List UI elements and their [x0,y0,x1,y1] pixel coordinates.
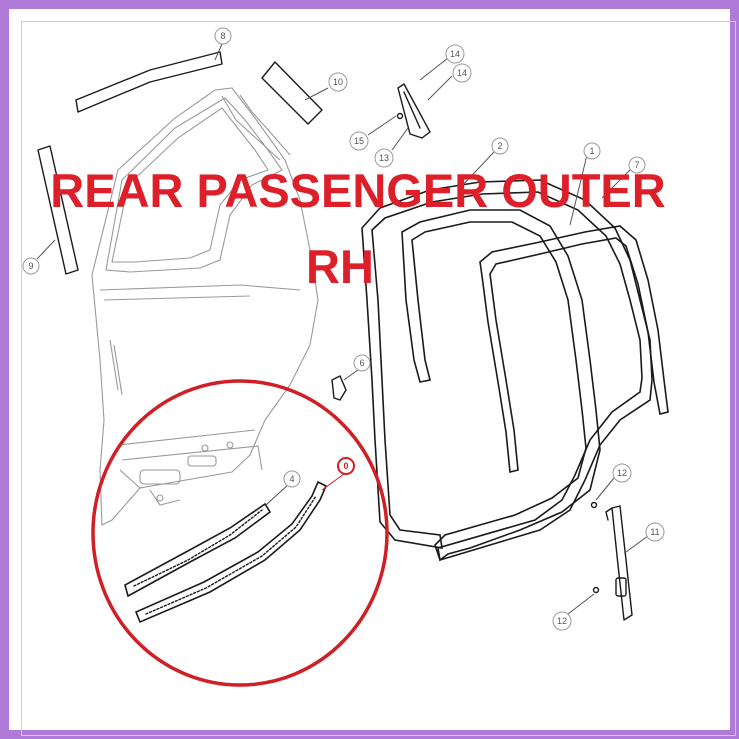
callout-13: 13 [374,148,394,168]
callout-12-lower-label: 12 [557,616,567,626]
callout-9-label: 9 [28,261,33,271]
callout-7-label: 7 [634,160,639,170]
callout-8-label: 8 [220,31,225,41]
callout-7: 7 [628,156,646,174]
image-inner-border [21,21,736,736]
callout-2-label: 2 [497,141,502,151]
part-6-clip [331,375,347,401]
callout-11-label: 11 [650,527,659,537]
callout-6: 6 [353,354,371,372]
callout-highlighted: 0 [321,457,355,491]
part-7-channel [479,225,669,474]
highlight-circle [91,379,389,687]
part-4-weatherstrip [124,502,272,598]
title-line-2: RH [306,240,374,293]
callout-9: 9 [22,257,40,275]
leader-lines [36,43,649,615]
part-13-bracket [396,83,431,139]
part-1-inner-seal [401,209,601,562]
callout-14-upper-label: 14 [450,49,460,59]
callout-13-label: 13 [379,153,389,163]
callout-10-label: 10 [333,77,343,87]
part-11-rail [590,501,633,621]
part-10-trim [261,61,323,125]
part-0-weatherstrip [134,480,328,624]
title-line-1: REAR PASSENGER OUTER [50,164,665,217]
callout-12-lower: 12 [552,611,572,631]
part-9-trim [37,145,79,275]
callout-6-label: 6 [359,358,364,368]
part-2-outer-seal [361,179,653,562]
callout-8: 8 [214,27,232,45]
door-shell [91,87,319,526]
part-8-strip [75,51,223,113]
callout-4: 4 [283,470,301,488]
callout-1-label: 1 [589,146,594,156]
callout-2: 2 [491,137,509,155]
callout-10: 10 [328,72,348,92]
callout-15-label: 15 [354,136,364,146]
callout-14-upper: 14 [445,44,465,64]
callout-1: 1 [583,142,601,160]
callout-14-lower: 14 [452,63,472,83]
callout-12-upper-label: 12 [617,468,627,478]
callout-4-label: 4 [289,474,294,484]
callout-15: 15 [349,131,369,151]
callout-12-upper: 12 [612,463,632,483]
callout-14-lower-label: 14 [457,68,467,78]
callout-11: 11 [645,522,665,542]
callout-highlighted-label: 0 [343,461,348,471]
